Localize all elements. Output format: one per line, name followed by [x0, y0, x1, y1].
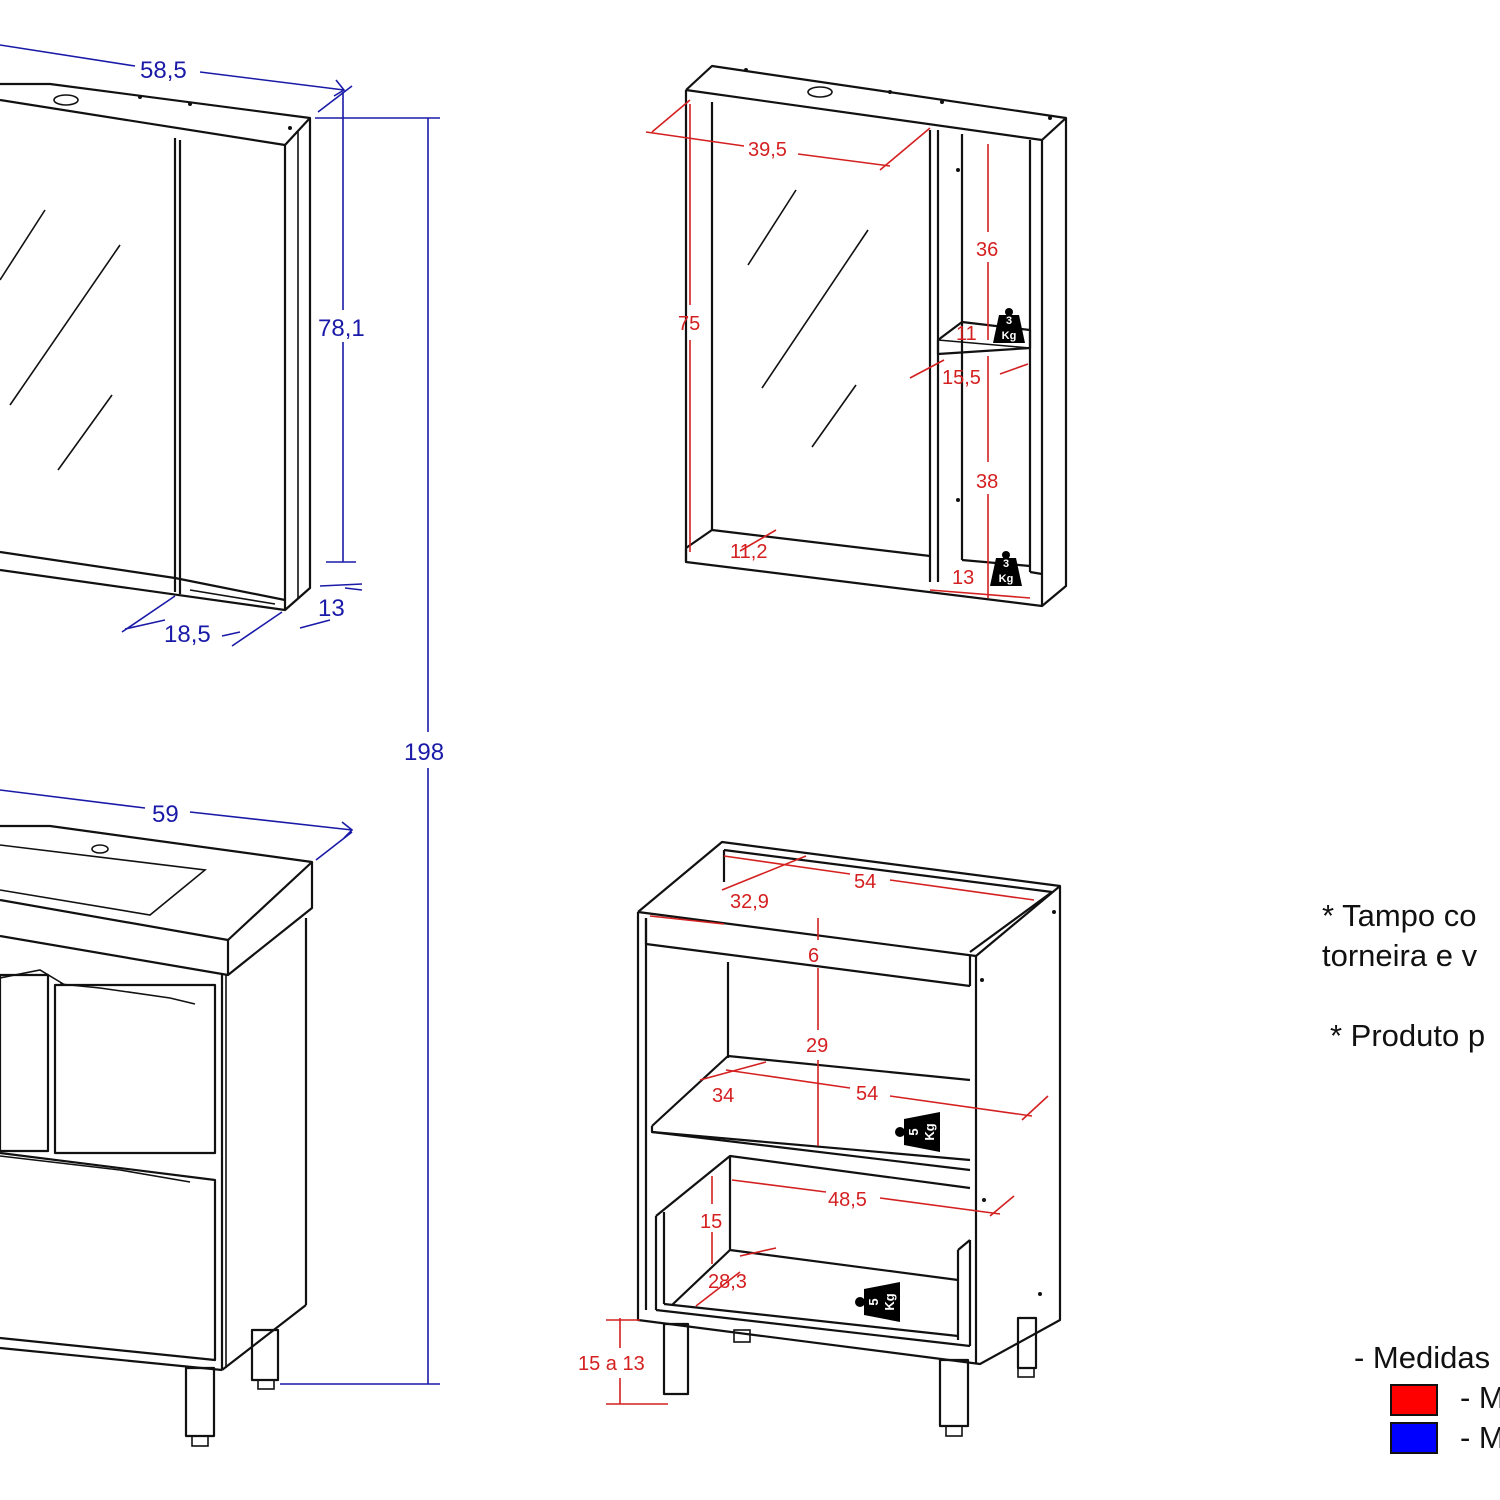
note-line-1: * Tampo co [1322, 898, 1477, 933]
dim-drawer-width: 48,5 [828, 1189, 867, 1211]
dim-vanity-shelf-width: 54 [856, 1083, 878, 1105]
dim-drawer-height: 15 [700, 1211, 722, 1233]
dim-mirror-width: 58,5 [140, 57, 187, 84]
mirror-cabinet-external [0, 82, 312, 612]
legend-label-red: - M [1460, 1380, 1500, 1415]
dim-vanity-width: 59 [152, 801, 179, 828]
legend-title: - Medidas [1354, 1340, 1491, 1375]
mirror-cabinet-dimensions: 58,5 78,1 13 18,5 [0, 44, 365, 648]
dim-lower-niche: 38 [976, 471, 998, 493]
load-unit: Kg [999, 573, 1014, 585]
dim-shelf-depth: 11 [956, 323, 977, 345]
load-unit: Kg [922, 1123, 937, 1140]
mirror-internal-dimensions: 39,5 75 36 11 15,5 38 11,2 13 [645, 99, 1031, 599]
vanity-dimensions: 59 [0, 789, 354, 861]
load-value: 3 [1006, 315, 1012, 327]
legend-swatch-red [1390, 1384, 1438, 1416]
vanity-internal-dimensions: 54 32,9 6 29 34 54 48,5 15 28,3 15 a 13 [578, 855, 1049, 1405]
dim-mirror-height: 78,1 [318, 315, 365, 342]
dim-shelf-width: 15,5 [942, 367, 981, 389]
vanity-external [0, 824, 314, 1447]
dim-top-width: 54 [854, 871, 876, 893]
load-value: 5 [906, 1128, 921, 1135]
dim-bottom-depth: 11,2 [730, 541, 767, 563]
dim-drawer-depth: 28,3 [708, 1271, 747, 1293]
note-line-2: torneira e v [1322, 938, 1478, 973]
weight-icon: 3 Kg [990, 551, 1022, 586]
dim-mirror-opening-width: 39,5 [748, 139, 787, 161]
load-unit: Kg [882, 1293, 897, 1310]
note-line-3: * Produto p [1330, 1018, 1486, 1053]
load-unit: Kg [1002, 330, 1017, 342]
vanity-internal [636, 840, 1062, 1437]
weight-icon: 5 Kg [855, 1282, 900, 1322]
dim-niche-depth: 13 [952, 567, 974, 589]
load-value: 5 [866, 1298, 881, 1305]
weight-icon: 3 Kg [993, 308, 1025, 343]
dim-top-depth: 32,9 [730, 891, 769, 913]
legend-swatch-blue [1390, 1422, 1438, 1454]
dim-mirror-opening-height: 75 [678, 313, 700, 335]
load-value: 3 [1003, 558, 1009, 570]
dim-mirror-depth: 13 [318, 595, 345, 622]
legend-label-blue: - M [1460, 1420, 1500, 1455]
dim-top-gap: 6 [808, 945, 819, 967]
total-height-dimension: 198 [280, 117, 444, 1385]
dim-total-height: 198 [404, 739, 444, 766]
mirror-cabinet-internal [684, 64, 1068, 608]
dim-mirror-door-width: 18,5 [164, 621, 211, 648]
dim-foot-height: 15 a 13 [578, 1353, 645, 1375]
dim-upper-niche: 36 [976, 239, 998, 261]
weight-icon: 5 Kg [895, 1112, 940, 1152]
dim-upper-opening: 29 [806, 1035, 828, 1057]
dim-vanity-shelf-depth: 34 [712, 1085, 734, 1107]
